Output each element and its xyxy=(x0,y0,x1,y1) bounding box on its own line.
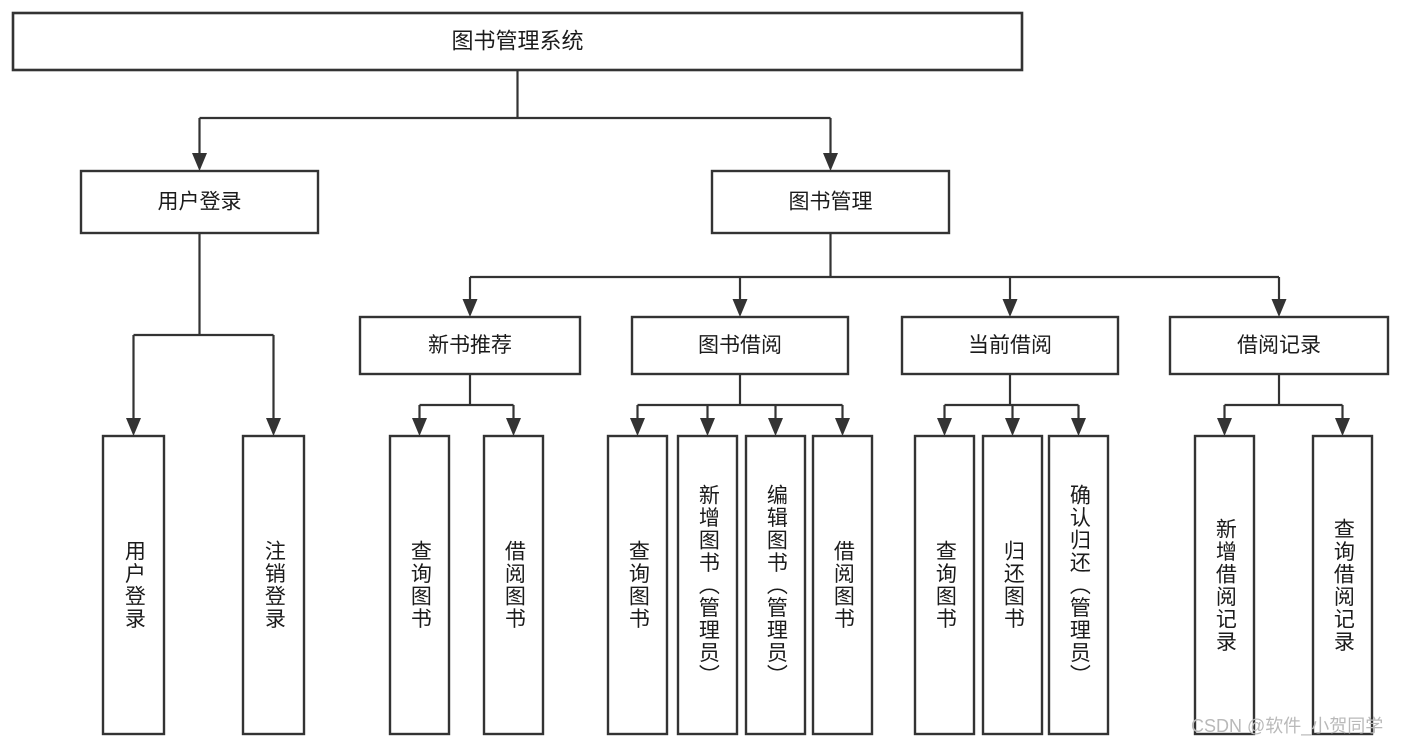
leaf-node-box-leaf-return-book[interactable] xyxy=(981,434,1044,736)
arrow-head-icon xyxy=(412,418,427,436)
leaf-node-box-leaf-query-book-current[interactable] xyxy=(913,434,976,736)
connector-layer xyxy=(126,70,1350,436)
level3-node-label-current-borrow: 当前借阅 xyxy=(968,334,1052,357)
leaf-node-box-leaf-confirm-return-admin[interactable] xyxy=(1047,434,1110,736)
level2-node-label-book-manage: 图书管理 xyxy=(789,191,873,214)
arrow-head-icon xyxy=(835,418,850,436)
level3-node-label-borrow-record: 借阅记录 xyxy=(1237,334,1321,357)
arrow-head-icon xyxy=(1271,299,1287,317)
level3-node-box-book-borrow[interactable] xyxy=(630,315,850,376)
leaf-node-box-leaf-edit-book-admin[interactable] xyxy=(744,434,807,736)
leaf-node-box-leaf-user-login[interactable] xyxy=(101,434,166,736)
arrow-head-icon xyxy=(126,418,141,436)
arrow-head-icon xyxy=(630,418,645,436)
watermark-text: CSDN @软件_小贺同学 xyxy=(1191,716,1384,736)
arrow-head-icon xyxy=(462,299,478,317)
level3-node-label-new-book-recommend: 新书推荐 xyxy=(428,334,512,357)
leaf-node-box-leaf-logout-login[interactable] xyxy=(241,434,306,736)
leaf-node-box-leaf-add-book-admin[interactable] xyxy=(676,434,739,736)
arrow-head-icon xyxy=(937,418,952,436)
level2-node-label-user-login: 用户登录 xyxy=(158,191,242,214)
level2-node-box-user-login[interactable] xyxy=(79,169,320,235)
level3-node-box-borrow-record[interactable] xyxy=(1168,315,1390,376)
root-node-label: 图书管理系统 xyxy=(451,28,583,53)
arrow-head-icon xyxy=(1335,418,1350,436)
level2-node-box-book-manage[interactable] xyxy=(710,169,951,235)
leaf-node-box-leaf-borrow-book-rec[interactable] xyxy=(482,434,545,736)
arrow-head-icon xyxy=(266,418,281,436)
arrow-head-icon xyxy=(1005,418,1020,436)
level3-node-box-current-borrow[interactable] xyxy=(900,315,1120,376)
leaf-node-box-leaf-query-book-borrow[interactable] xyxy=(606,434,669,736)
arrow-head-icon xyxy=(192,153,207,171)
arrow-head-icon xyxy=(768,418,783,436)
arrow-head-icon xyxy=(1002,299,1018,317)
level3-node-box-new-book-recommend[interactable] xyxy=(358,315,582,376)
node-box-layer xyxy=(11,11,1390,736)
arrow-head-icon xyxy=(1071,418,1086,436)
level3-node-label-book-borrow: 图书借阅 xyxy=(698,334,782,357)
leaf-node-box-leaf-add-borrow-record[interactable] xyxy=(1193,434,1256,736)
arrow-head-icon xyxy=(823,153,838,171)
arrow-head-icon xyxy=(1217,418,1232,436)
arrow-head-icon xyxy=(700,418,715,436)
arrow-head-icon xyxy=(506,418,521,436)
leaf-node-box-leaf-query-book-rec[interactable] xyxy=(388,434,451,736)
arrow-head-icon xyxy=(732,299,748,317)
root-node-box[interactable] xyxy=(11,11,1024,72)
leaf-node-box-leaf-query-borrow-record[interactable] xyxy=(1311,434,1374,736)
leaf-node-box-leaf-borrow-book[interactable] xyxy=(811,434,874,736)
